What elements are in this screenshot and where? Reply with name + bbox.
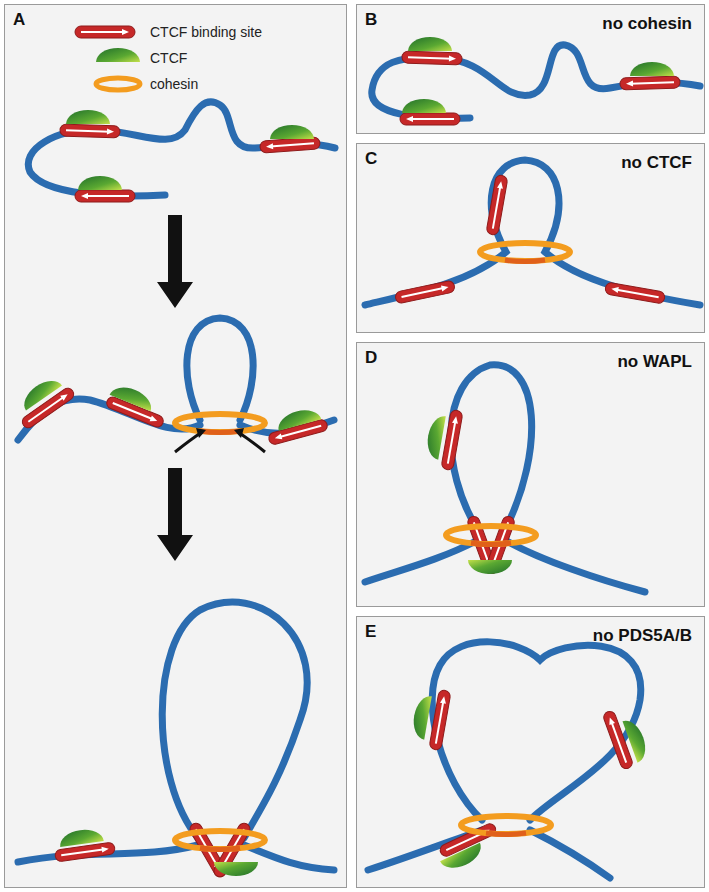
panel-letter: B xyxy=(365,10,377,30)
figure-panel: Bno cohesin xyxy=(356,4,705,134)
condition-label: no PDS5A/B xyxy=(593,626,692,646)
panel-letter: E xyxy=(365,622,376,642)
dna-extruding xyxy=(18,318,334,452)
figure-panel: Eno PDS5A/B xyxy=(356,616,705,888)
condition-label: no CTCF xyxy=(621,153,692,173)
dna-no-ctcf xyxy=(365,160,700,305)
figure-panel: Cno CTCF xyxy=(356,143,705,333)
legend-label: CTCF binding site xyxy=(150,24,262,40)
panel-letter: A xyxy=(13,10,25,30)
panel-grounds xyxy=(4,4,705,888)
panel-letter: D xyxy=(365,348,377,368)
dna-initial xyxy=(28,102,335,202)
condition-label: no cohesin xyxy=(602,14,692,34)
dna-loop-final xyxy=(18,602,334,879)
legend-label: CTCF xyxy=(150,50,187,66)
figure-panel: A xyxy=(4,4,347,888)
step-arrow xyxy=(157,468,193,561)
legend-samples xyxy=(75,26,140,90)
figure-panel: Dno WAPL xyxy=(356,342,705,607)
dna-no-pds5 xyxy=(368,642,651,878)
dna-no-cohesin xyxy=(372,37,700,125)
legend-label: cohesin xyxy=(150,76,198,92)
step-arrow xyxy=(157,215,193,308)
condition-label: no WAPL xyxy=(617,352,692,372)
dna-no-wapl xyxy=(365,365,645,592)
panel-letter: C xyxy=(365,149,377,169)
